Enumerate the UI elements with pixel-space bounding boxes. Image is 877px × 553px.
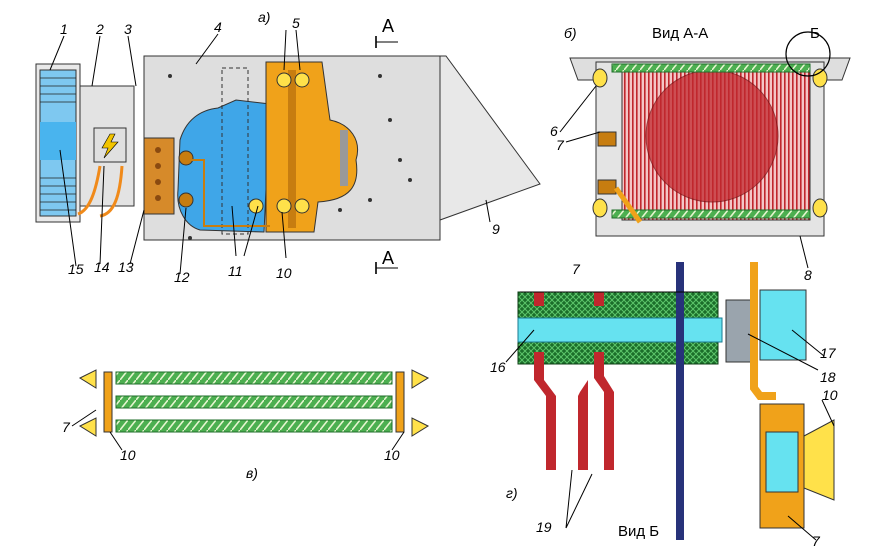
label-10-v-right: 10 xyxy=(384,447,400,463)
terminal-upper xyxy=(597,131,617,147)
section-mark-bottom: А xyxy=(382,248,394,268)
view-g-caption: г) xyxy=(506,485,518,501)
label-11: 11 xyxy=(228,263,243,279)
label-15: 15 xyxy=(68,261,84,277)
label-12: 12 xyxy=(174,269,190,285)
thermostat-upper xyxy=(178,150,194,166)
nut-18 xyxy=(725,299,755,363)
view-b: б) Вид А-А Б 6 7 8 xyxy=(550,25,851,283)
fan-blade xyxy=(40,122,76,160)
label-18: 18 xyxy=(820,369,836,385)
view-g-title: Вид Б xyxy=(618,523,659,540)
label-16: 16 xyxy=(490,359,506,375)
label-10-v-left: 10 xyxy=(120,447,136,463)
section-mark-top: А xyxy=(382,16,394,36)
view-a: 1 2 3 4 5 9 10 11 12 13 14 15 а) А А xyxy=(35,9,541,285)
label-6: 6 xyxy=(550,123,558,139)
label-19: 19 xyxy=(536,519,552,535)
label-13: 13 xyxy=(118,259,134,275)
heater-tube-bottom xyxy=(611,209,811,219)
detail-circle xyxy=(785,31,831,77)
view-v: 7 10 10 в) xyxy=(62,369,430,481)
thermostat-lower xyxy=(178,192,194,208)
bus-bar-right xyxy=(395,371,405,433)
fan-disc xyxy=(645,69,779,203)
view-g: 7 16 17 18 19 10 7 г) Вид Б xyxy=(490,261,838,549)
label-10-g: 10 xyxy=(822,387,838,403)
support-rod xyxy=(676,262,684,540)
label-1: 1 xyxy=(60,21,68,37)
label-17: 17 xyxy=(820,345,837,361)
clamp-nut xyxy=(765,431,799,493)
heating-element-bar xyxy=(288,70,296,228)
element-outline xyxy=(221,67,249,235)
label-9: 9 xyxy=(492,221,500,237)
label-20: 7 xyxy=(572,261,581,277)
label-7-v: 7 xyxy=(62,419,71,435)
view-a-caption: а) xyxy=(258,9,270,25)
label-8: 8 xyxy=(804,267,812,283)
heating-rod xyxy=(517,317,723,343)
power-cables xyxy=(77,165,124,218)
view-b-caption: б) xyxy=(564,25,577,41)
bus-bar-left xyxy=(103,371,113,433)
label-10-a: 10 xyxy=(276,265,292,281)
label-4: 4 xyxy=(214,19,222,35)
label-7-g: 7 xyxy=(812,533,821,549)
label-7-b: 7 xyxy=(556,137,565,153)
label-3: 3 xyxy=(124,21,132,37)
outlet-diffuser xyxy=(439,55,541,221)
element-rail xyxy=(340,130,348,186)
view-b-title: Вид А-А xyxy=(652,25,708,42)
label-2: 2 xyxy=(95,21,104,37)
label-14: 14 xyxy=(94,259,110,275)
heater-tube-top xyxy=(611,63,811,73)
detail-mark: Б xyxy=(810,25,820,42)
insulator-10 xyxy=(803,419,835,501)
heater-tube-1 xyxy=(115,371,393,385)
terminal-lower xyxy=(597,179,617,195)
heater-tube-3 xyxy=(115,419,393,433)
heater-tube-2 xyxy=(115,395,393,409)
label-5: 5 xyxy=(292,15,300,31)
bus-bar-detail xyxy=(750,262,776,400)
nut-17 xyxy=(759,289,807,361)
high-voltage-icon xyxy=(101,133,119,159)
view-v-caption: в) xyxy=(246,465,258,481)
